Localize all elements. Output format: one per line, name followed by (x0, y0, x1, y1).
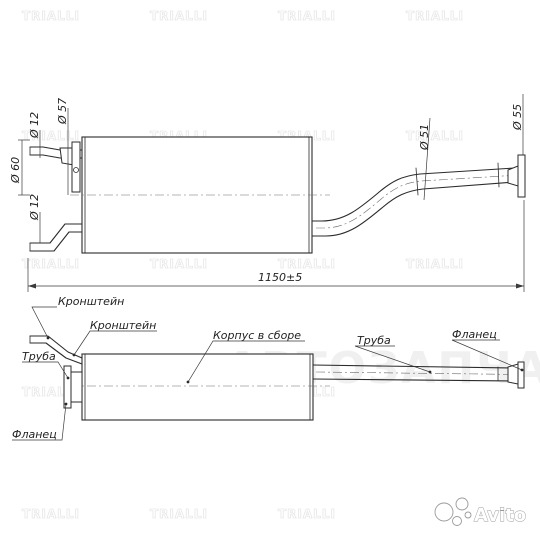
brand-watermark-17: TRIALLI (150, 507, 208, 521)
tailpipe-top (311, 162, 521, 237)
tailpipe-upper-edge (311, 167, 516, 222)
inlet-side (29, 335, 83, 409)
brand-watermark-8: TRIALLI (406, 129, 464, 143)
tailpipe-side (312, 361, 525, 389)
tailpipe-side-lower (312, 378, 516, 382)
avito-badge: Avito (434, 497, 527, 526)
label-bracket-lower: Кронштейн (90, 319, 156, 332)
label-outlet-flange: Фланец (452, 328, 497, 341)
dim-bracket-rod-bottom: Ø 12 (28, 194, 41, 221)
avito-wordmark: Avito (474, 505, 526, 526)
brand-watermark-18: TRIALLI (278, 507, 336, 521)
leader-dot-bracket-upper (46, 336, 50, 340)
muffler-body-side-outline (81, 353, 314, 421)
leader-lines (12, 306, 524, 441)
inlet-flange-top-view (71, 141, 81, 193)
outlet-flange-top (507, 154, 526, 198)
outlet-flange-plate (517, 154, 526, 198)
side-view: Кронштейн Кронштейн Труба Корпус в сборе… (12, 295, 525, 441)
top-view: Ø 60 Ø 12 Ø 57 Ø 12 Ø 51 Ø 55 1150±5 (9, 94, 526, 292)
length-arrow-left (28, 283, 36, 289)
brand-watermark-2: TRIALLI (150, 9, 208, 23)
leader-inlet-pipe (22, 361, 69, 379)
part-labels: Кронштейн Кронштейн Труба Корпус в сборе… (12, 295, 497, 441)
inlet-flange-hole (73, 167, 79, 173)
dim-outlet-pipe-diameter: Ø 55 (511, 104, 524, 131)
dim-overall-length: 1150±5 (258, 271, 302, 284)
brand-watermark-4: TRIALLI (406, 9, 464, 23)
dim-inlet-outer-diameter: Ø 57 (56, 98, 69, 125)
tailpipe-joint-1 (415, 167, 419, 196)
inlet-pipe-side (69, 371, 83, 403)
leader-dot-bracket-lower (72, 353, 76, 357)
leader-dot-inlet-pipe (66, 376, 70, 380)
avito-logo-icon (434, 497, 472, 526)
label-inlet-flange: Фланец (12, 428, 57, 441)
tailpipe-joint-2 (497, 162, 500, 188)
brand-watermark-11: TRIALLI (278, 257, 336, 271)
outlet-flange-side-cone (507, 363, 519, 385)
leader-bracket-lower (73, 330, 157, 356)
watermark-layer: АВТОЗАПЧАСТИ ДЛЯ ИНОМАРОК TRIALLI TRIALL… (22, 9, 540, 522)
muffler-body-top (70, 136, 330, 254)
dim-pipe-diameter: Ø 51 (418, 124, 431, 151)
label-body-assembly: Корпус в сборе (213, 329, 301, 342)
right-dimensions-top: Ø 51 Ø 55 (418, 94, 524, 201)
brand-watermark-12: TRIALLI (406, 257, 464, 271)
leader-dot-outlet-flange (520, 368, 524, 372)
bracket-bottom-rod-lower (29, 231, 83, 252)
leader-outlet-pipe (354, 345, 431, 373)
label-outlet-pipe: Труба (357, 334, 391, 347)
left-dimensions-top: Ø 60 Ø 12 Ø 57 Ø 12 (9, 98, 69, 243)
leader-dot-inlet-flange (64, 402, 68, 406)
brand-watermark-grid: TRIALLI TRIALLI TRIALLI TRIALLI TRIALLI … (22, 9, 464, 522)
leader-body-assembly (187, 340, 305, 383)
bracket-bottom-rod-upper (29, 223, 83, 244)
bracket-side-rod-lower (29, 342, 83, 365)
label-bracket-upper: Кронштейн (58, 295, 124, 308)
brand-watermark-9: TRIALLI (22, 257, 80, 271)
label-inlet-pipe: Труба (22, 350, 56, 363)
tailpipe-side-centerline (315, 371, 521, 375)
brand-watermark-5: TRIALLI (22, 129, 80, 143)
muffler-body-side (70, 353, 330, 421)
brand-watermark-1: TRIALLI (22, 9, 80, 23)
outlet-flange-cone (507, 165, 519, 187)
length-arrow-right (516, 283, 524, 289)
brand-watermark-3: TRIALLI (278, 9, 336, 23)
leader-outlet-flange (451, 339, 523, 371)
dim-line-pipe (423, 117, 431, 201)
tailpipe-lower-edge (311, 181, 516, 237)
brand-watermark-10: TRIALLI (150, 257, 208, 271)
dim-bracket-rod-top: Ø 12 (28, 112, 41, 139)
brand-watermark-16: TRIALLI (22, 507, 80, 521)
outlet-flange-side-plate (517, 361, 525, 389)
leader-inlet-flange (12, 403, 67, 441)
tailpipe-centerline (316, 174, 521, 229)
leader-dot-outlet-pipe (428, 370, 432, 374)
inlet-flange-side-plate (63, 365, 72, 409)
leader-bracket-upper (31, 306, 57, 339)
leader-dot-body (186, 380, 190, 384)
left-brackets-top (29, 141, 83, 252)
dim-body-height: Ø 60 (9, 157, 22, 184)
overall-length-dimension: 1150±5 (27, 200, 525, 292)
